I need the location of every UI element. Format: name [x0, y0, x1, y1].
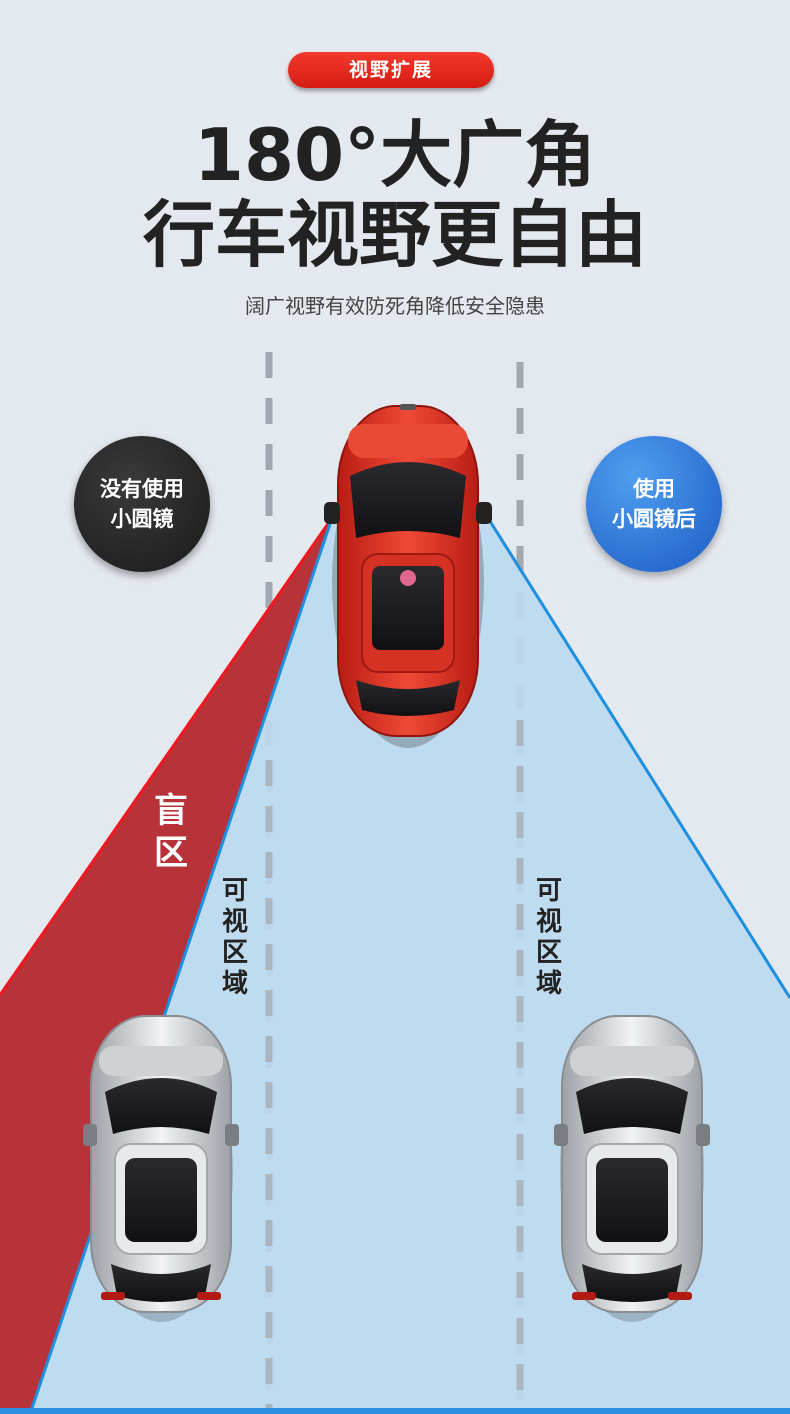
- red-suv-top-view-icon: [324, 404, 492, 748]
- blind-zone-red-line: [0, 517, 334, 996]
- blind-zone-char: 盲: [154, 791, 188, 831]
- without-mirror-circle: 没有使用 小圆镜: [74, 436, 210, 572]
- with-mirror-circle: 使用 小圆镜后: [586, 436, 722, 572]
- headline-line2: 行车视野更自由: [142, 193, 647, 277]
- with-mirror-line2: 小圆镜后: [612, 507, 696, 531]
- blind-zone-label: 盲 区: [154, 790, 188, 874]
- blind-zone-char: 区: [154, 833, 188, 873]
- visible-zone-char: 区: [536, 938, 563, 968]
- visible-zone-char: 可: [536, 876, 563, 906]
- headline-line1: 180°大广角: [193, 113, 597, 197]
- visible-zone-char: 视: [536, 907, 563, 937]
- left-blue-line: [28, 517, 334, 1414]
- right-blue-line: [486, 517, 790, 999]
- without-mirror-line2: 小圆镜: [110, 507, 174, 531]
- visible-zone-right-label: 可 视 区 域: [536, 876, 562, 1000]
- silver-suv-right-icon: [553, 1015, 711, 1323]
- visible-zone-char: 视: [222, 907, 249, 937]
- lane-markings-over: [265, 720, 524, 1414]
- visible-zone-char: 可: [222, 876, 249, 906]
- subtitle: 阔广视野有效防死角降低安全隐患: [245, 294, 545, 318]
- blind-zone-area: [0, 518, 332, 1414]
- feature-badge: 视野扩展: [288, 52, 494, 88]
- visible-zone-char: 区: [222, 938, 249, 968]
- without-mirror-line1: 没有使用: [100, 477, 184, 501]
- visible-zone-char: 域: [222, 969, 249, 999]
- visible-zone-left-label: 可 视 区 域: [222, 876, 248, 1000]
- bottom-bar: [0, 1408, 790, 1414]
- silver-suv-left-icon: [82, 1015, 240, 1323]
- with-mirror-line1: 使用: [633, 477, 675, 501]
- visible-zone-char: 域: [536, 969, 563, 999]
